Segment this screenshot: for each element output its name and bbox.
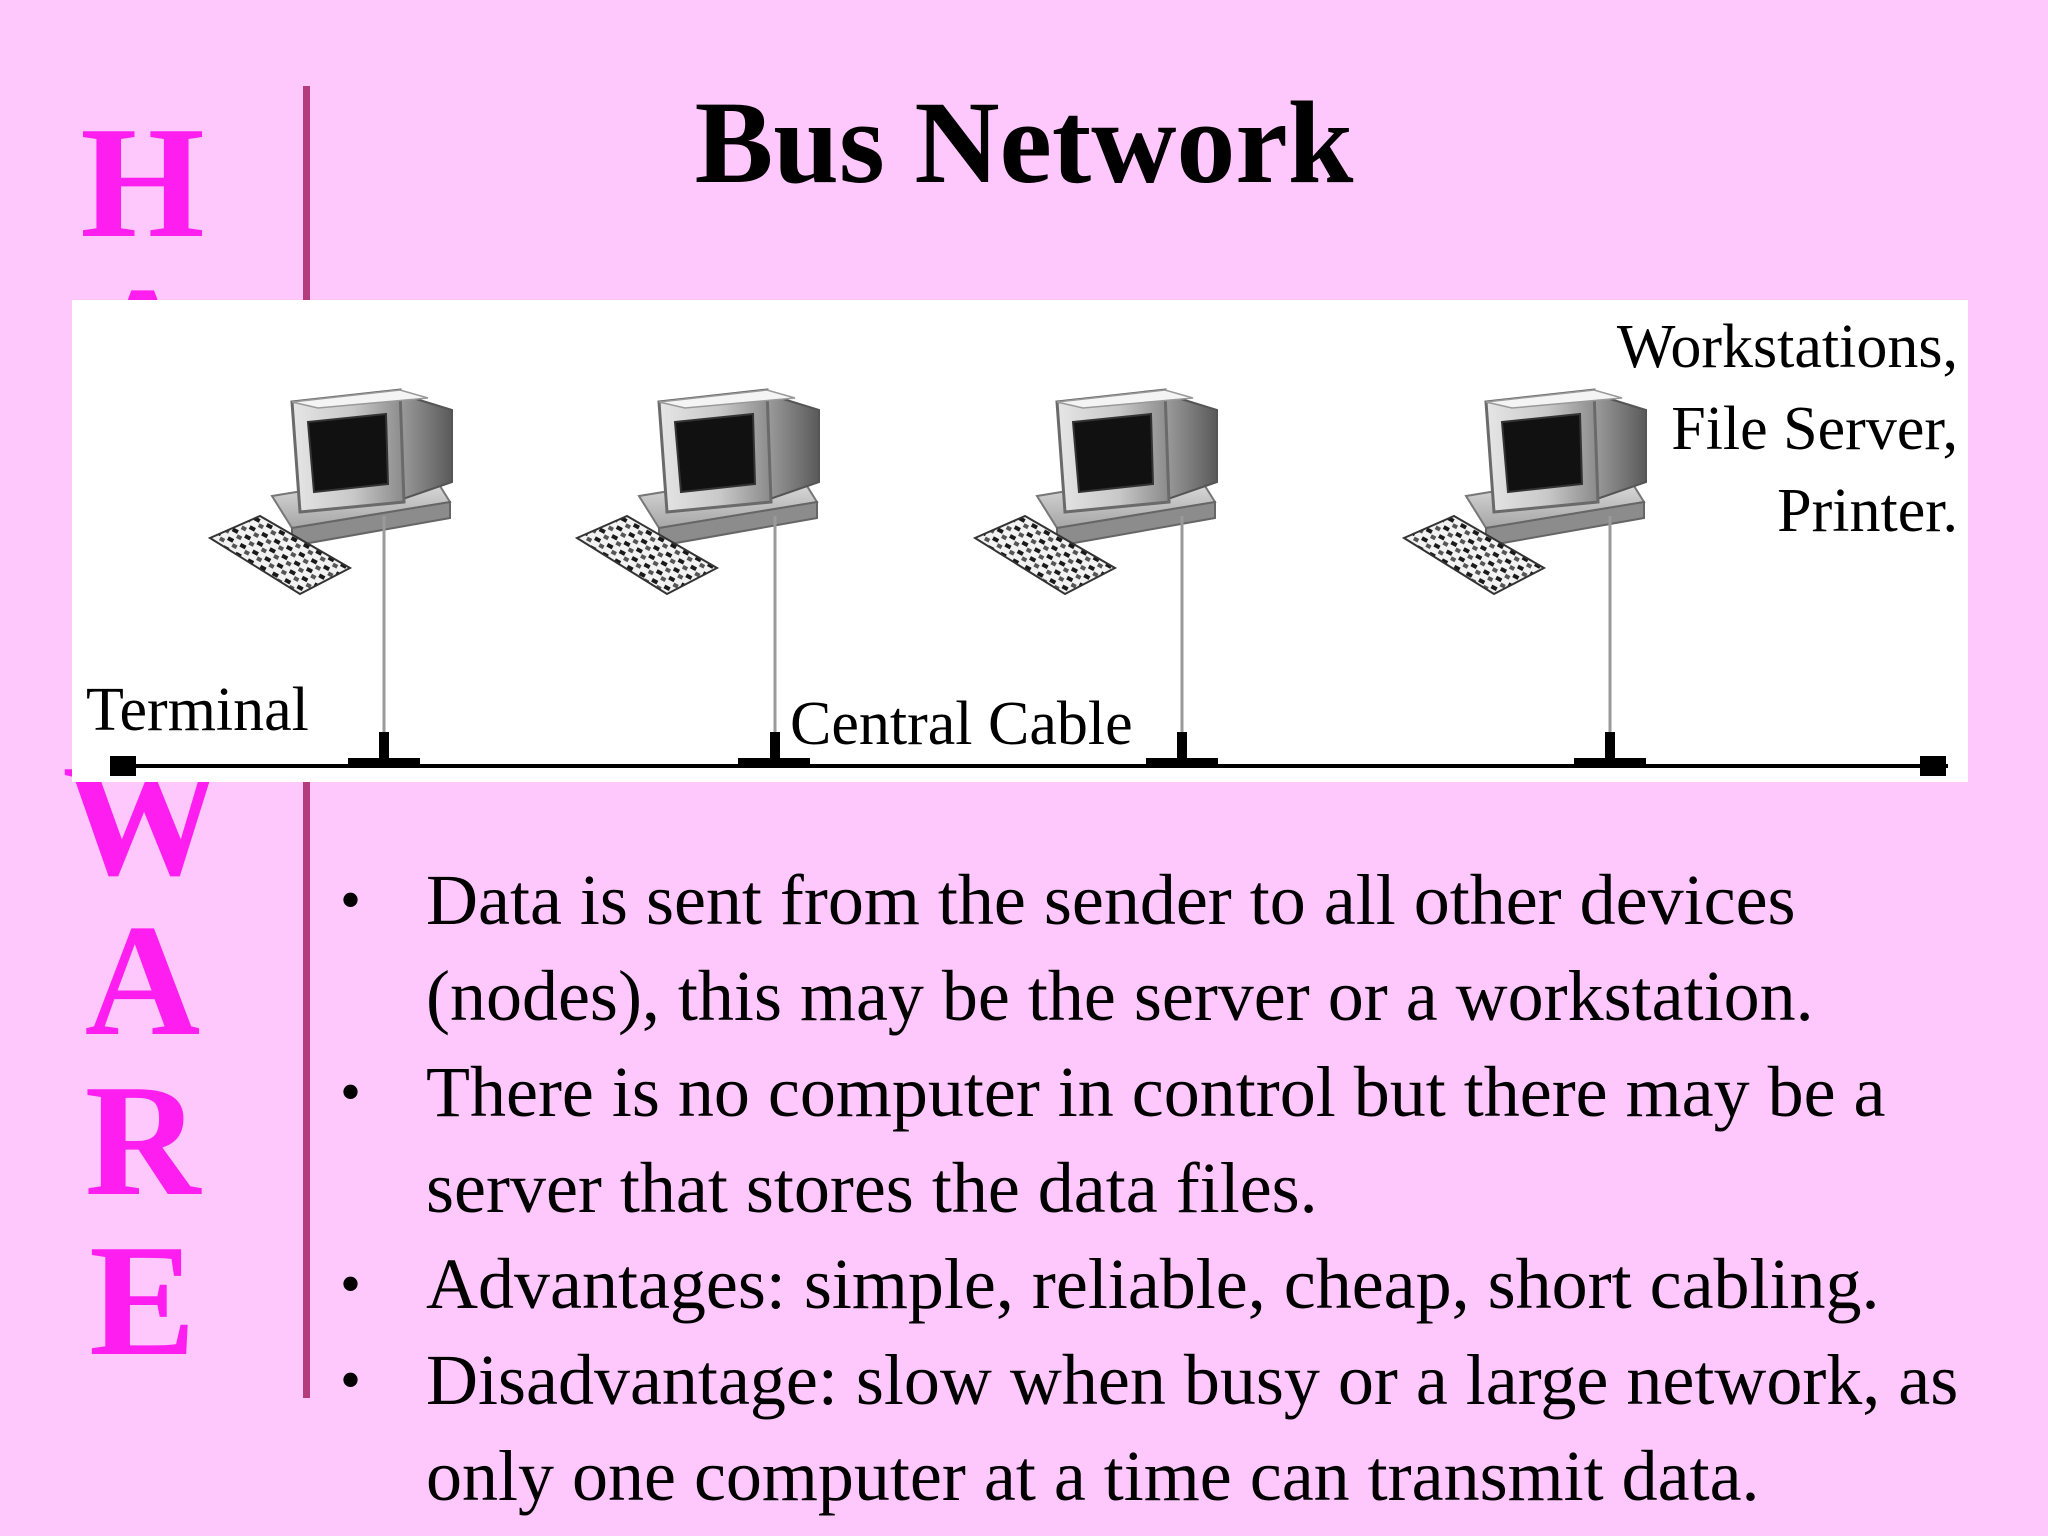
central-cable-label: Central Cable	[790, 690, 1133, 758]
bullet-marker: •	[340, 867, 362, 933]
sidebar-letter-r2: R	[84, 1051, 201, 1229]
bullet-item-1: • Data is sent from the sender to all ot…	[340, 852, 2040, 1044]
central-cable-line	[110, 732, 1948, 776]
desktop-computer-icon-1	[208, 388, 454, 736]
sidebar-letter-e: E	[89, 1211, 196, 1389]
bullet-text: There is no computer in control but ther…	[426, 1052, 1886, 1228]
bullet-text: Advantages: simple, reliable, cheap, sho…	[426, 1244, 1880, 1324]
sidebar-letter-h: H	[80, 93, 205, 271]
bullet-marker: •	[340, 1347, 362, 1413]
terminal-label: Terminal	[86, 676, 309, 744]
device-types-line-3: Printer.	[1777, 477, 1958, 545]
desktop-computer-icon-3	[973, 388, 1219, 736]
bullet-text: Data is sent from the sender to all othe…	[426, 860, 1814, 1036]
device-types-label: Workstations, File Server, Printer.	[1617, 306, 1958, 552]
bus-network-svg	[110, 388, 1948, 776]
desktop-computer-icon-4	[1402, 388, 1648, 736]
device-types-line-1: Workstations,	[1616, 313, 1958, 381]
device-types-line-2: File Server,	[1671, 395, 1958, 463]
bullet-item-2: • There is no computer in control but th…	[340, 1044, 2040, 1236]
bullet-marker: •	[340, 1251, 362, 1317]
terminator-left	[110, 756, 136, 776]
bullet-item-4: • Disadvantage: slow when busy or a larg…	[340, 1332, 2040, 1524]
bullet-item-3: • Advantages: simple, reliable, cheap, s…	[340, 1236, 2040, 1332]
bullet-list: • Data is sent from the sender to all ot…	[340, 852, 2040, 1524]
desktop-computer-icon-2	[575, 388, 821, 736]
terminator-right	[1920, 756, 1946, 776]
sidebar-letter-a2: A	[84, 891, 201, 1069]
bullet-marker: •	[340, 1059, 362, 1125]
bus-network-diagram: Workstations, File Server, Printer. Term…	[72, 300, 1968, 782]
slide-title-text: Bus Network	[694, 77, 1354, 208]
bullet-text: Disadvantage: slow when busy or a large …	[426, 1340, 1959, 1516]
slide-title: Bus Network	[0, 78, 2048, 208]
